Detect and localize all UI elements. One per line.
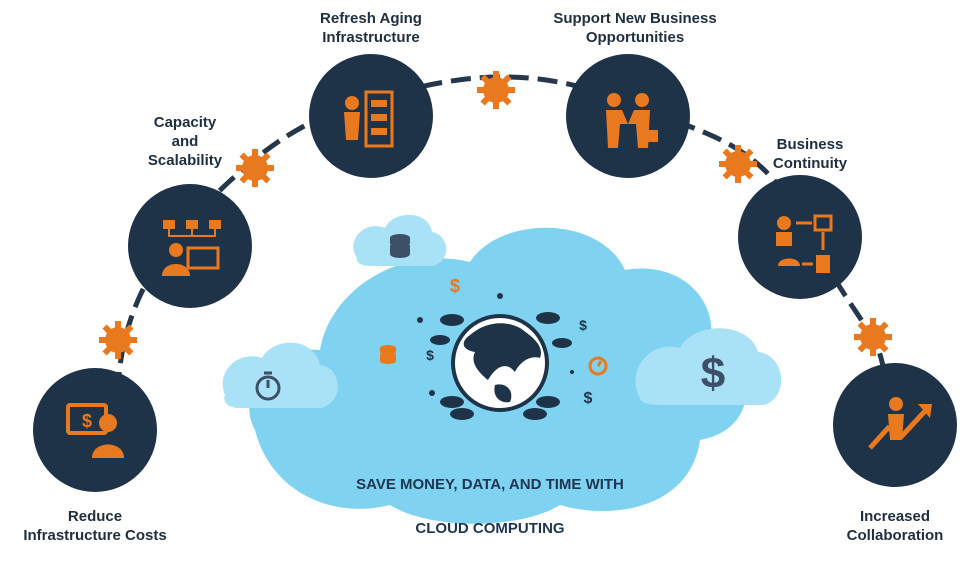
center-caption-line-1: SAVE MONEY, DATA, AND TIME WITH bbox=[356, 476, 624, 493]
svg-text:$: $ bbox=[579, 317, 587, 333]
gear-icon bbox=[99, 321, 137, 359]
flowchart-icon bbox=[776, 214, 833, 273]
monitor-dollar-icon: $ bbox=[66, 403, 124, 458]
center-caption: SAVE MONEY, DATA, AND TIME WITH CLOUD CO… bbox=[300, 452, 680, 562]
orange-database-icon bbox=[380, 345, 396, 364]
benefit-label-refresh: Refresh Aging Infrastructure bbox=[320, 10, 422, 46]
gear-icons bbox=[99, 71, 892, 359]
benefit-circle-support bbox=[566, 54, 690, 178]
benefit-label-reduce-costs: Reduce Infrastructure Costs bbox=[23, 508, 167, 544]
benefit-circle-reduce-costs: $ bbox=[33, 368, 157, 492]
svg-text:$: $ bbox=[426, 347, 434, 363]
svg-text:$: $ bbox=[584, 390, 593, 407]
handshake-icon bbox=[606, 93, 658, 148]
right-small-cloud bbox=[635, 328, 782, 405]
server-rack-icon bbox=[344, 90, 394, 148]
gear-icon bbox=[719, 145, 757, 183]
svg-text:$: $ bbox=[450, 276, 460, 296]
growth-chart-icon bbox=[868, 397, 932, 450]
center-caption-line-2: CLOUD COMPUTING bbox=[415, 520, 565, 537]
benefit-label-collaboration: Increased Collaboration bbox=[846, 508, 944, 544]
gear-icon bbox=[854, 318, 892, 356]
benefit-label-capacity: Capacity and Scalability bbox=[147, 114, 223, 169]
orbit-decorations bbox=[417, 293, 574, 420]
benefit-label-continuity: Business Continuity bbox=[772, 136, 848, 172]
gear-icon bbox=[477, 71, 515, 109]
gear-icon bbox=[236, 149, 274, 187]
benefit-circle-capacity bbox=[128, 184, 252, 308]
left-small-cloud bbox=[222, 342, 338, 408]
network-presenter-icon bbox=[162, 220, 221, 276]
benefit-label-support: Support New Business Opportunities bbox=[553, 10, 717, 46]
stopwatch-icon bbox=[255, 371, 281, 401]
globe-icon bbox=[451, 314, 549, 412]
benefit-circle-continuity bbox=[738, 175, 862, 299]
benefit-circle-collaboration bbox=[833, 363, 957, 487]
dollar-icon: $ bbox=[701, 349, 725, 398]
svg-text:$: $ bbox=[82, 411, 92, 431]
database-icon bbox=[390, 234, 410, 258]
orange-stopwatch-icon bbox=[588, 356, 608, 376]
orbit-dollars: $ $ $ $ bbox=[426, 276, 592, 407]
benefit-circle-refresh bbox=[309, 54, 433, 178]
